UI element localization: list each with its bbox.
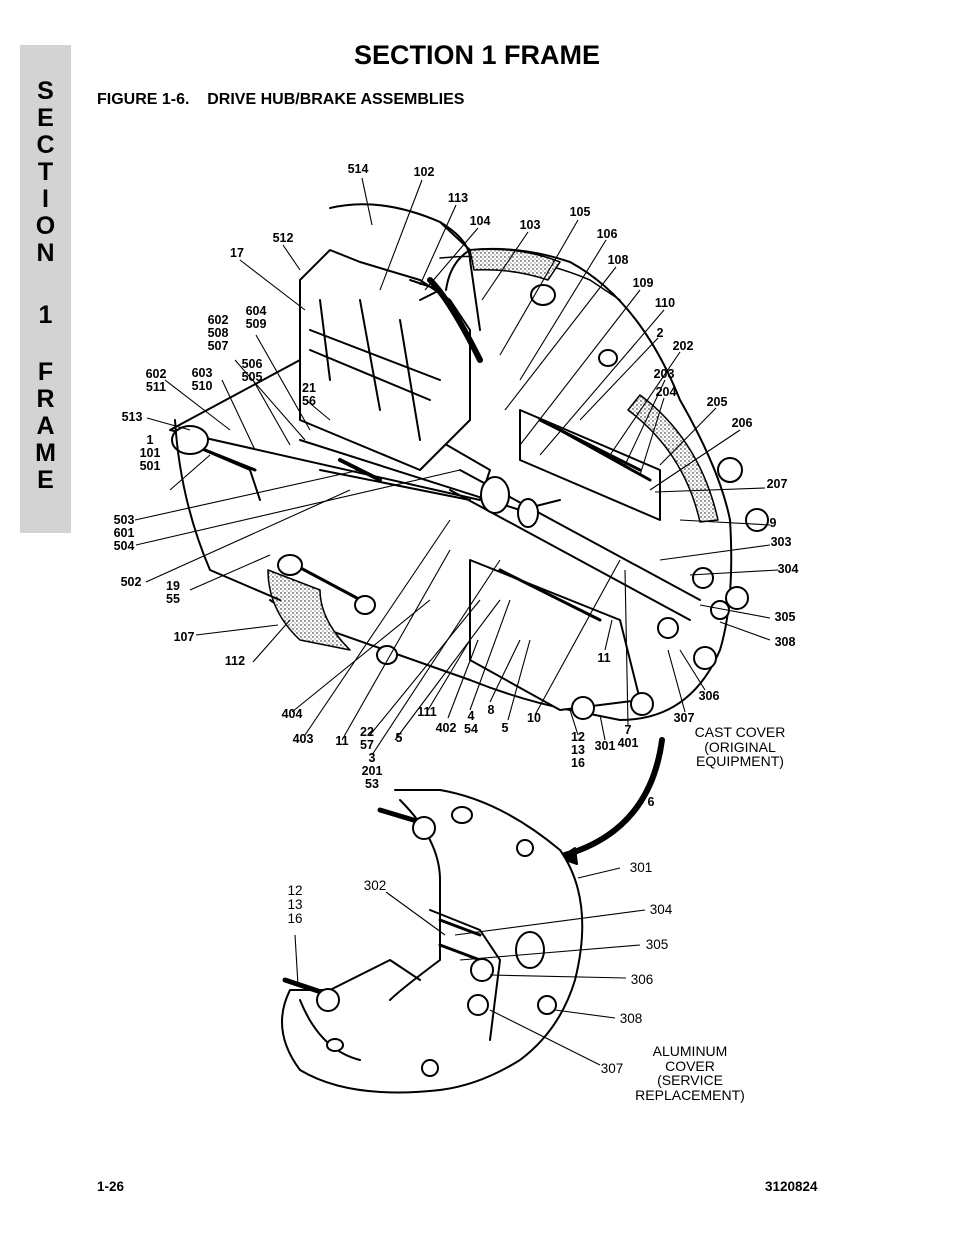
callout-label: 502 [120, 575, 142, 589]
callout-label: 206 [731, 416, 753, 430]
callout-label: 307 [600, 1061, 624, 1076]
callout-label: 403 [292, 732, 314, 746]
callout-label: 112 [224, 654, 246, 668]
side-tab-letter: N [36, 239, 55, 267]
side-tab-letter: E [37, 104, 54, 132]
leader-lines [134, 177, 779, 1066]
cover-bolts [571, 457, 769, 720]
callout-label: 5 [501, 721, 509, 735]
callout-label: 512 [272, 231, 294, 245]
callout-label: 308 [774, 635, 796, 649]
callout-label: 12 13 16 [287, 883, 303, 926]
side-tab-letter: M [35, 439, 56, 467]
callout-label: 404 [281, 707, 303, 721]
callout-label: 604 509 [245, 304, 267, 331]
side-tab-letter: 1 [38, 301, 53, 329]
callout-label: 12 13 16 [571, 730, 585, 770]
callout-label: 506 505 [241, 357, 263, 384]
rim-shading [469, 248, 561, 281]
callout-label: 514 [347, 162, 369, 176]
callout-label: 306 [630, 972, 654, 987]
callout-label: 8 [487, 703, 495, 717]
section-side-tab: S E C T I O N 1 F R A M E [20, 45, 71, 533]
note-line: COVER [665, 1057, 715, 1074]
callout-label: 203 [653, 367, 675, 381]
callout-label: 21 56 [302, 381, 316, 408]
callout-label: 305 [645, 937, 669, 952]
section-title: SECTION 1 FRAME [353, 40, 601, 70]
callout-label: 3 201 53 [361, 751, 383, 791]
page-number: 1-26 [97, 1179, 125, 1194]
callout-label: 11 [597, 651, 611, 665]
note-line: CAST COVER [694, 724, 786, 740]
callout-label: 10 [527, 711, 541, 725]
callout-label: 308 [619, 1011, 643, 1026]
side-tab-letter: C [36, 131, 55, 159]
side-tab-letter: A [36, 412, 55, 440]
view-transition-arrow [562, 737, 665, 858]
side-tab-letter: F [37, 358, 54, 386]
callout-label: 6 [647, 795, 655, 809]
callout-label: 503 601 504 [113, 513, 135, 553]
callout-label: 5 [395, 731, 403, 745]
center-shaft [449, 469, 701, 621]
document-number: 3120824 [765, 1179, 818, 1194]
callout-label: 108 [607, 253, 629, 267]
note-line: REPLACEMENT) [635, 1086, 745, 1103]
callout-label: 110 [654, 296, 676, 310]
callout-label: 11 [335, 734, 349, 748]
callout-label: 301 [594, 739, 616, 753]
callout-label: 7 401 [617, 723, 639, 750]
side-tab-letter: R [36, 385, 55, 413]
callout-label: 105 [569, 205, 591, 219]
callout-label: 9 [769, 516, 777, 530]
callout-label: 22 57 [360, 725, 374, 752]
callout-label: 307 [673, 711, 695, 725]
callout-label: 602 508 507 [207, 313, 229, 353]
callout-label: 302 [363, 878, 387, 893]
callout-label: 113 [447, 191, 469, 205]
cast-cover-note: CAST COVER (ORIGINAL EQUIPMENT) [695, 725, 786, 769]
note-line: (SERVICE [657, 1072, 723, 1088]
figure-title: FIGURE 1-6. DRIVE HUB/BRAKE ASSEMBLIES [97, 91, 465, 108]
callout-label: 19 55 [166, 579, 180, 606]
side-tab-letter: O [35, 212, 56, 240]
callout-label: 103 [519, 218, 541, 232]
aluminum-cover-view [281, 789, 584, 1094]
side-tab-letter: T [37, 158, 54, 186]
side-tab-letter: E [37, 466, 54, 494]
callout-label: 102 [413, 165, 435, 179]
callout-label: 402 [435, 721, 457, 735]
side-tab-letter: I [42, 185, 49, 213]
callout-label: 207 [766, 477, 788, 491]
callout-label: 205 [706, 395, 728, 409]
callout-label: 4 54 [464, 709, 478, 736]
callout-label: 2 [656, 326, 664, 340]
callout-label: 104 [469, 214, 491, 228]
callout-label: 301 [629, 860, 653, 875]
callout-label: 603 510 [191, 366, 213, 393]
callout-label: 111 [417, 705, 437, 719]
note-line: EQUIPMENT) [696, 753, 784, 769]
callout-label: 1 101 501 [139, 433, 161, 473]
aluminum-cover-note: ALUMINUM COVER (SERVICE REPLACEMENT) [635, 1044, 745, 1102]
callout-label: 513 [121, 410, 143, 424]
note-line: ALUMINUM [652, 1043, 728, 1059]
callout-label: 204 [655, 385, 677, 399]
callout-label: 17 [230, 246, 244, 260]
callout-label: 109 [632, 276, 654, 290]
callout-label: 602 511 [145, 367, 167, 394]
callout-label: 304 [777, 562, 799, 576]
callout-label: 303 [770, 535, 792, 549]
note-line: (ORIGINAL [704, 738, 776, 755]
callout-label: 106 [596, 227, 618, 241]
callout-label: 304 [649, 902, 673, 917]
callout-label: 202 [672, 339, 694, 353]
callout-label: 306 [698, 689, 720, 703]
callout-label: 305 [774, 610, 796, 624]
callout-label: 107 [173, 630, 195, 644]
side-tab-letter: S [37, 77, 54, 105]
